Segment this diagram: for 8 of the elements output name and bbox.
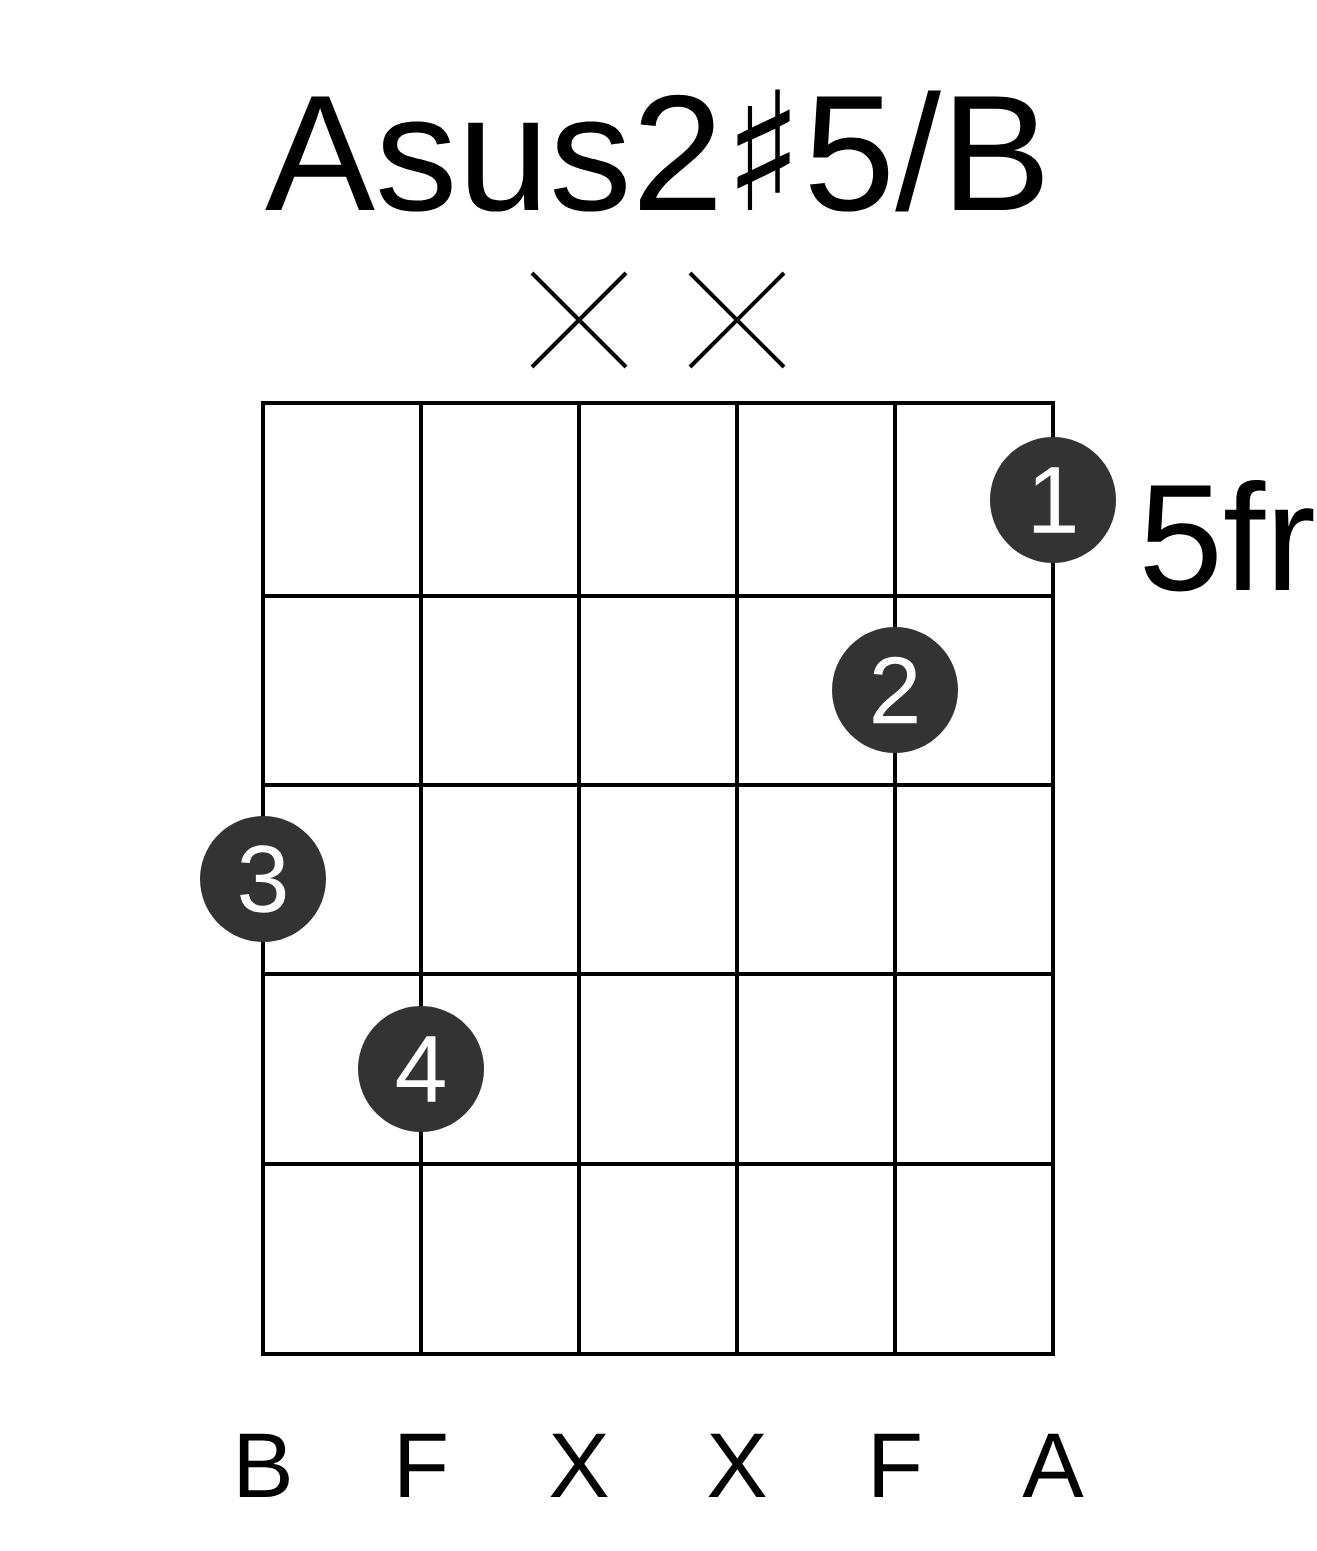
chord-title: Asus2♯5/B (265, 89, 1043, 212)
string-label: F (874, 1433, 920, 1497)
string-label: X (708, 1433, 766, 1497)
string-label: B (239, 1433, 289, 1497)
string-label: X (550, 1433, 608, 1497)
string-label: A (1022, 1433, 1084, 1497)
string-label: F (400, 1433, 446, 1497)
fret-number: 5fr (1144, 480, 1314, 592)
